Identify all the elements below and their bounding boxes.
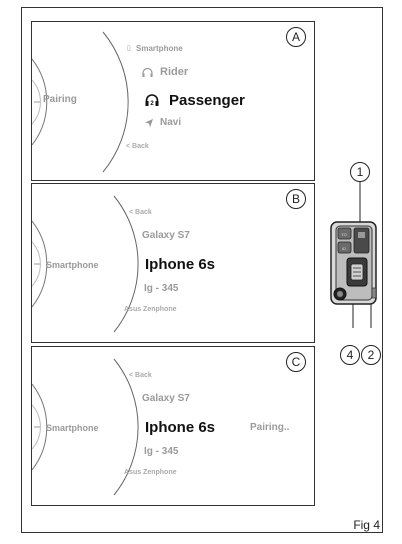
callout-1: 1 xyxy=(350,162,370,182)
menu-screen-a: Pairing ▯ Smartphone Rider 2 Passenger N… xyxy=(31,21,315,181)
device-item-galaxy[interactable]: Galaxy S7 xyxy=(142,230,190,241)
menu-item-navi[interactable]: Navi xyxy=(160,117,182,128)
back-link[interactable]: < Back xyxy=(129,209,152,216)
back-link[interactable]: < Back xyxy=(126,143,149,150)
device-item-ig[interactable]: Ig - 345 xyxy=(144,446,179,457)
device-item-iphone[interactable]: Iphone 6s xyxy=(145,419,216,436)
menu-item-passenger[interactable]: Passenger xyxy=(169,92,245,109)
device-item-galaxy[interactable]: Galaxy S7 xyxy=(142,393,190,404)
smartphone-icon: ▯ xyxy=(127,45,131,52)
device-item-ig[interactable]: Ig - 345 xyxy=(144,283,179,294)
menu-arc xyxy=(32,358,139,496)
menu-screen-c: Smartphone < Back Galaxy S7 Iphone 6s Pa… xyxy=(31,346,315,506)
headset-2-icon: 2 xyxy=(145,94,159,107)
navigation-arrow-icon xyxy=(145,119,153,128)
svg-text:2: 2 xyxy=(150,101,154,107)
screen-badge-a: A xyxy=(286,27,306,47)
button-label-to: TO xyxy=(341,232,346,237)
pairing-status: Pairing.. xyxy=(250,422,290,433)
screen-badge-c: C xyxy=(286,352,306,372)
screen-left-label: Smartphone xyxy=(46,423,99,433)
menu-arc xyxy=(32,195,139,333)
menu-arc xyxy=(32,31,129,173)
menu-item-rider[interactable]: Rider xyxy=(160,66,189,78)
menu-screen-b: Smartphone < Back Galaxy S7 Iphone 6s Ig… xyxy=(31,183,315,343)
headset-icon xyxy=(142,68,153,77)
device-item-iphone[interactable]: Iphone 6s xyxy=(145,256,216,273)
screen-left-label: Pairing xyxy=(43,94,77,105)
back-link[interactable]: < Back xyxy=(129,372,152,379)
menu-item-smartphone[interactable]: Smartphone xyxy=(136,44,183,53)
handlebar-control-unit: TO ID xyxy=(330,181,377,328)
device-item-asus[interactable]: Asus Zenphone xyxy=(124,469,177,476)
callout-4: 4 xyxy=(340,345,360,365)
screen-badge-b: B xyxy=(286,189,306,209)
figure-frame xyxy=(21,7,383,533)
figure-label: Fig 4 xyxy=(353,518,380,532)
device-item-asus[interactable]: Asus Zenphone xyxy=(124,306,177,313)
button-label-id: ID xyxy=(342,246,346,251)
callout-2: 2 xyxy=(361,345,381,365)
screen-left-label: Smartphone xyxy=(46,260,99,270)
